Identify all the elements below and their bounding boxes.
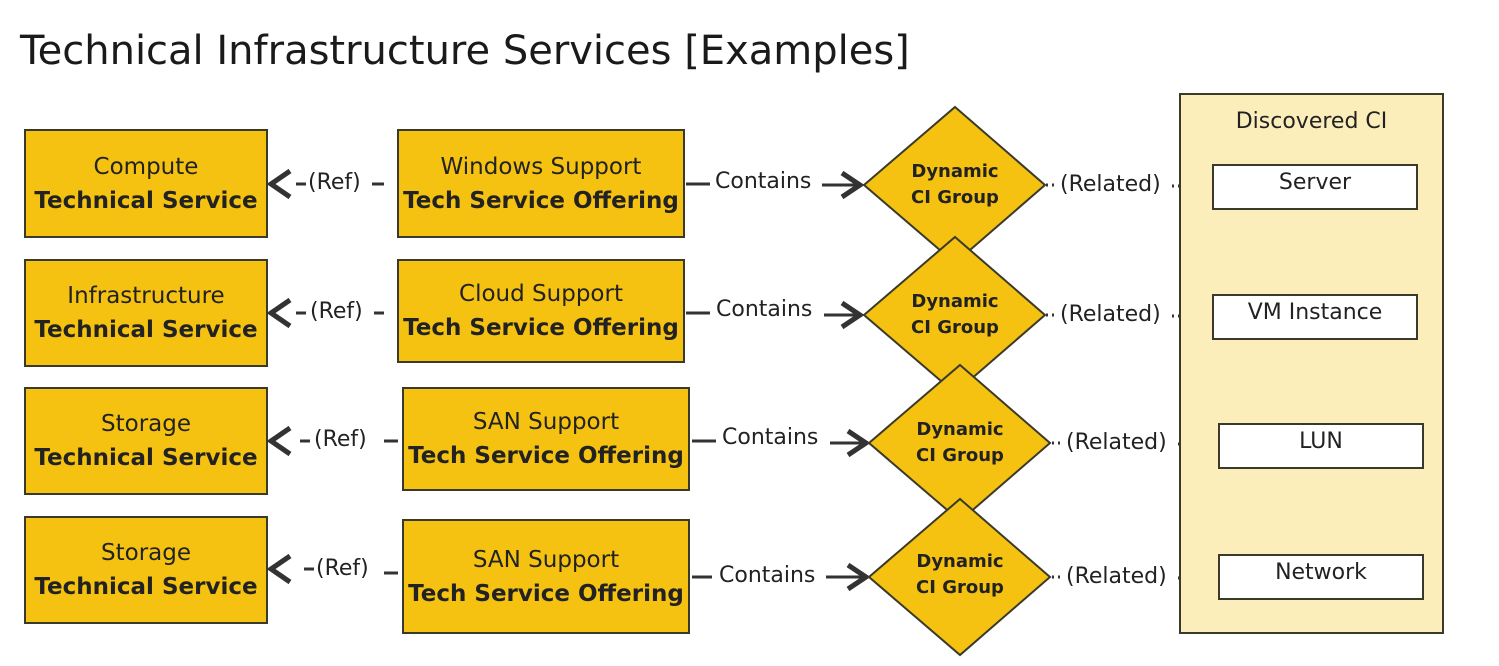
contains-arrowhead [840,170,865,200]
offering-line2: Tech Service Offering [408,443,684,469]
service-offering-box-2[interactable]: Cloud Support Tech Service Offering [397,259,685,363]
related-label-2: (Related) [1060,302,1161,327]
technical-service-box-1[interactable]: Compute Technical Service [24,129,268,238]
offering-line1: Cloud Support [459,281,623,307]
service-line1: Storage [101,411,191,437]
dynamic-ci-group-label-4[interactable]: Dynamic CI Group [900,549,1020,601]
group-line1: Dynamic [911,161,999,182]
offering-line2: Tech Service Offering [403,187,679,214]
group-line2: CI Group [916,445,1004,466]
discovered-ci-panel: Discovered CI Server VM Instance LUN Net… [1179,93,1444,634]
service-offering-box-1[interactable]: Windows Support Tech Service Offering [397,129,685,238]
contains-label-2: Contains [716,297,813,322]
service-offering-box-4[interactable]: SAN Support Tech Service Offering [402,519,690,634]
technical-service-box-2[interactable]: Infrastructure Technical Service [24,259,268,367]
ref-label-2: (Ref) [310,299,363,324]
service-line1: Compute [93,153,199,180]
contains-arrowhead [840,300,865,330]
ref-arrowhead [266,553,292,585]
page-title: Technical Infrastructure Services [Examp… [20,28,910,74]
ci-item-network[interactable]: Network [1218,554,1424,600]
offering-line1: Windows Support [440,153,642,180]
contains-arrowhead [846,562,871,592]
dynamic-ci-group-diamond-4 [867,497,1052,657]
related-label-4: (Related) [1066,564,1167,589]
ci-item-lun[interactable]: LUN [1218,423,1424,469]
contains-label-1: Contains [715,169,812,194]
group-line2: CI Group [916,577,1004,598]
contains-label-4: Contains [719,563,816,588]
ci-item-server[interactable]: Server [1212,164,1418,210]
related-label-3: (Related) [1066,430,1167,455]
group-line1: Dynamic [911,291,999,312]
dynamic-ci-group-label-3[interactable]: Dynamic CI Group [900,417,1020,469]
ref-label-1: (Ref) [308,170,361,195]
offering-line1: SAN Support [472,546,620,573]
ref-arrowhead [266,168,292,200]
offering-line2: Tech Service Offering [408,580,684,607]
technical-service-box-3[interactable]: Storage Technical Service [24,387,268,495]
ref-arrowhead [266,425,292,457]
ref-label-4: (Ref) [316,556,369,581]
dynamic-ci-group-label-2[interactable]: Dynamic CI Group [895,289,1015,341]
ref-arrowhead [266,297,292,329]
service-line2: Technical Service [34,445,258,471]
offering-line1: SAN Support [472,409,620,435]
group-line2: CI Group [911,317,999,338]
related-label-1: (Related) [1060,172,1161,197]
group-line1: Dynamic [916,419,1004,440]
offering-line2: Tech Service Offering [403,315,679,341]
service-line1: Storage [101,540,191,566]
group-line2: CI Group [911,187,999,208]
ref-label-3: (Ref) [314,427,367,452]
service-line1: Infrastructure [67,283,225,309]
group-line1: Dynamic [916,551,1004,572]
contains-arrowhead [846,428,871,458]
discovered-ci-title: Discovered CI [1235,109,1388,134]
technical-service-box-4[interactable]: Storage Technical Service [24,516,268,624]
service-line2: Technical Service [34,187,258,214]
service-line2: Technical Service [34,574,258,600]
ci-item-vm-instance[interactable]: VM Instance [1212,294,1418,340]
contains-label-3: Contains [722,425,819,450]
service-line2: Technical Service [34,317,258,343]
dynamic-ci-group-label-1[interactable]: Dynamic CI Group [895,159,1015,211]
service-offering-box-3[interactable]: SAN Support Tech Service Offering [402,387,690,491]
